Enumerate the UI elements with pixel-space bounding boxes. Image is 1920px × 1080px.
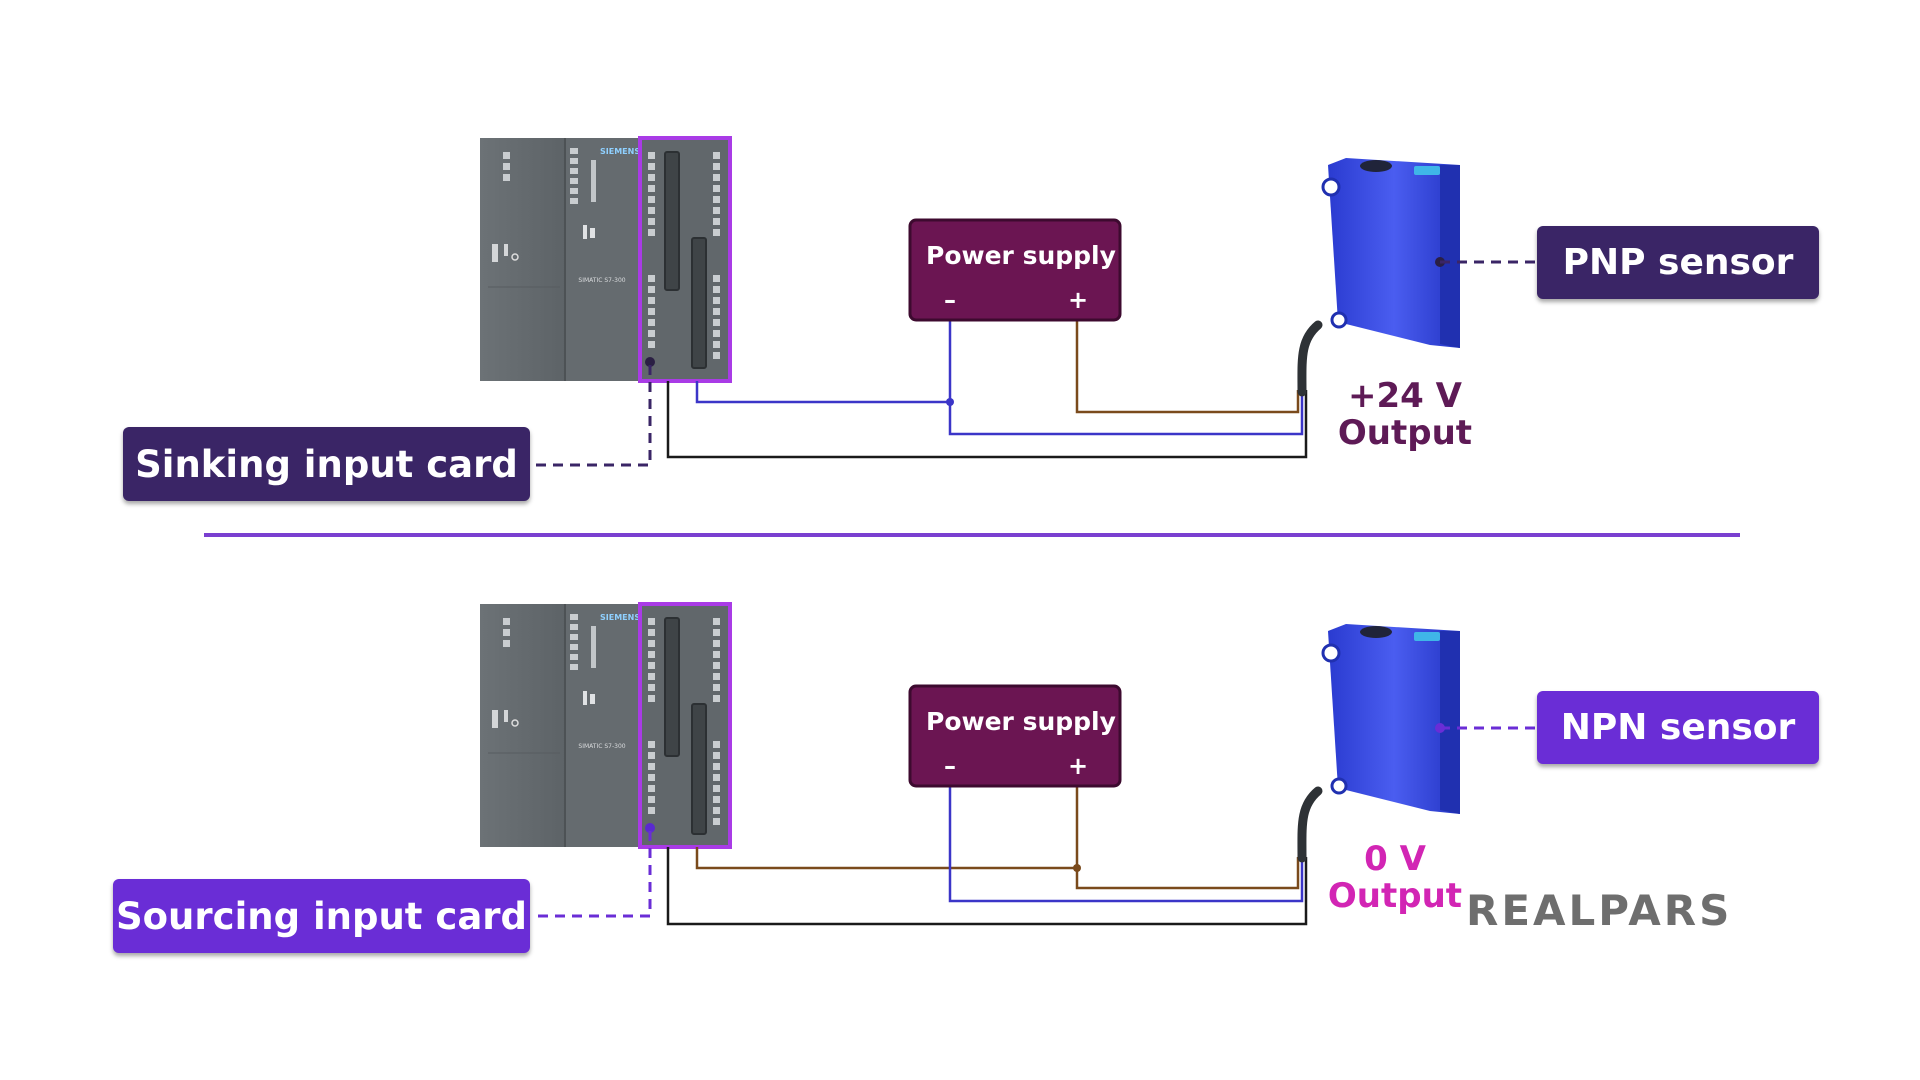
bottom-diagram: SIEMENS SIMATIC S7-300 <box>480 602 1537 926</box>
sensor-indicator-bottom <box>1414 632 1440 641</box>
cpu-module <box>565 138 640 381</box>
output-voltage-bottom: 0 V Output <box>1310 839 1480 917</box>
plc-model-bottom: SIMATIC S7-300 <box>578 743 625 750</box>
sensor-cable-top <box>1297 320 1323 397</box>
junction-top <box>946 398 954 406</box>
power-supply-minus-bottom: – <box>944 752 956 780</box>
output-voltage-value-top: +24 V <box>1348 376 1462 416</box>
wire-input-to-minus-top <box>695 381 950 404</box>
top-diagram: SIEMENS SIMATIC S7-300 <box>480 136 1537 467</box>
junction-bottom <box>1073 864 1081 872</box>
realpars-logo: REALPARS <box>1466 886 1733 935</box>
wire-output-to-input-top <box>666 381 1308 459</box>
power-supply-box-top <box>908 218 1122 322</box>
pnp-sensor-label: PNP sensor <box>1537 226 1819 299</box>
common-terminal-bottom <box>645 823 655 833</box>
plc-brand-top: SIEMENS <box>600 147 640 156</box>
output-voltage-caption-bottom: Output <box>1327 876 1463 917</box>
power-supply-title-bottom: Power supply <box>926 707 1116 736</box>
output-voltage-caption-top: Output <box>1337 413 1473 454</box>
wire-plus-to-sensor-top <box>1075 320 1300 414</box>
wire-plus-to-sensor-bottom <box>1075 786 1300 890</box>
wires-top <box>666 320 1308 459</box>
plc-brand-bottom: SIEMENS <box>600 613 640 622</box>
wire-output-to-input-bottom <box>666 847 1308 926</box>
power-supply-bottom <box>908 684 1122 788</box>
leader-input-card-bottom <box>533 831 652 918</box>
cpu-module-bottom <box>565 604 640 847</box>
power-supply-top <box>908 218 1122 322</box>
output-voltage-top: +24 V Output <box>1320 376 1490 454</box>
wire-minus-to-sensor-bottom <box>948 786 1304 903</box>
sensor-indicator-top <box>1414 166 1440 175</box>
sourcing-input-card-label: Sourcing input card <box>113 879 530 953</box>
leader-input-card-top <box>533 365 652 467</box>
sensor-knob-bottom <box>1360 626 1392 638</box>
input-card-highlight-top <box>638 136 732 383</box>
wires-bottom <box>666 786 1308 926</box>
sensor-body-bottom <box>1328 624 1460 814</box>
plc-rack-top: SIEMENS SIMATIC S7-300 <box>480 136 732 383</box>
output-voltage-value-bottom: 0 V <box>1364 839 1426 879</box>
power-supply-box-bottom <box>908 684 1122 788</box>
input-card-highlight-bottom <box>638 602 732 849</box>
common-terminal-top <box>645 357 655 367</box>
sensor-cable-bottom <box>1297 786 1323 863</box>
power-supply-minus-top: – <box>944 286 956 314</box>
sensor-body-top <box>1328 158 1460 348</box>
power-supply-plus-top: + <box>1068 286 1089 314</box>
plc-model-top: SIMATIC S7-300 <box>578 277 625 284</box>
npn-sensor-label: NPN sensor <box>1537 691 1819 764</box>
sinking-input-card-label: Sinking input card <box>123 427 530 501</box>
sensor-knob-top <box>1360 160 1392 172</box>
npn-sensor-device <box>1321 624 1460 814</box>
wire-minus-to-sensor-top <box>948 320 1304 436</box>
plc-rack-bottom: SIEMENS SIMATIC S7-300 <box>480 602 732 849</box>
power-supply-title-top: Power supply <box>926 241 1116 270</box>
pnp-sensor-device <box>1321 158 1460 348</box>
wire-input-to-plus-bottom <box>695 847 1077 870</box>
power-supply-plus-bottom: + <box>1068 752 1089 780</box>
